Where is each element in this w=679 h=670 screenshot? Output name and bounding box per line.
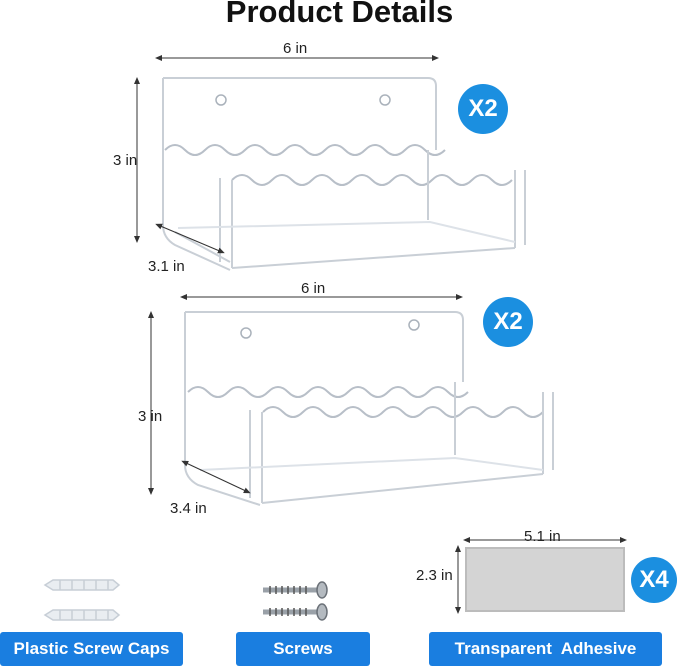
screw-caps-label: Plastic Screw Caps <box>0 632 183 666</box>
shelf-top-width-label: 6 in <box>283 40 308 57</box>
shelf-bottom-quantity-badge: X2 <box>483 297 533 347</box>
shelf-bottom-width-label: 6 in <box>301 280 326 297</box>
adhesive-height-label: 2.3 in <box>416 567 453 584</box>
shelf-top-quantity-badge: X2 <box>458 84 508 134</box>
screw-caps-icon <box>43 579 121 621</box>
shelf-bottom-depth-label: 3.4 in <box>170 500 207 517</box>
shelf-top-depth-label: 3.1 in <box>148 258 185 275</box>
adhesive-pad <box>465 547 625 612</box>
adhesive-label: Transparent Adhesive <box>429 632 662 666</box>
adhesive-width-label: 5.1 in <box>524 528 561 545</box>
shelf-bottom-height-label: 3 in <box>138 408 163 425</box>
page-title: Product Details <box>225 0 454 29</box>
screws-icon <box>263 581 328 621</box>
adhesive-quantity-badge: X4 <box>631 557 677 603</box>
screws-label: Screws <box>236 632 370 666</box>
shelf-top-height-label: 3 in <box>113 152 138 169</box>
